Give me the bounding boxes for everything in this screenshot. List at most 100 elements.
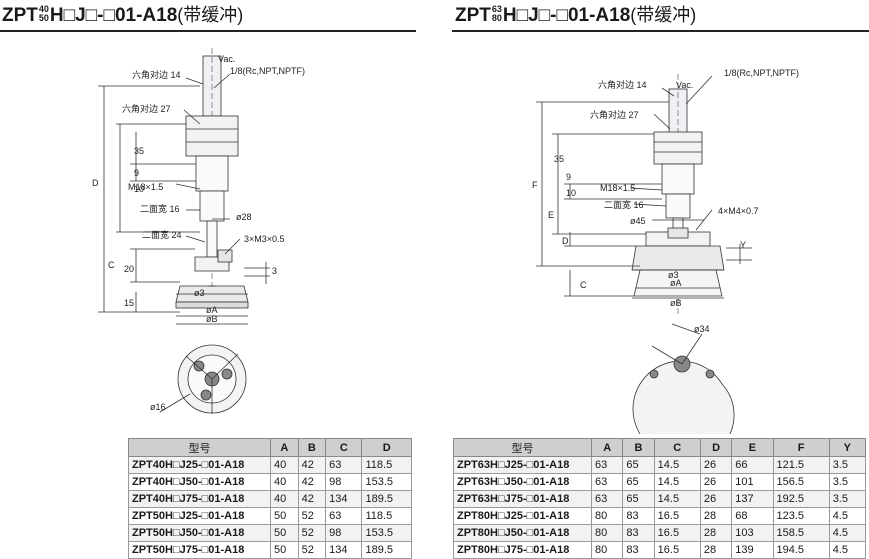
right-flat16-label: 二面宽 16 bbox=[604, 199, 644, 210]
cell-model: ZPT80H□J25-□01-A18 bbox=[453, 507, 592, 525]
cell-b: 83 bbox=[622, 507, 655, 525]
cell-b: 52 bbox=[297, 524, 327, 542]
table-row: ZPT40H□J50-□01-A18 40 42 98 153.5 bbox=[128, 473, 412, 491]
table-row: ZPT40H□J25-□01-A18 40 42 63 118.5 bbox=[128, 456, 412, 474]
cell-model: ZPT40H□J75-□01-A18 bbox=[128, 490, 271, 508]
right-phiA-label: øA bbox=[670, 278, 682, 288]
cell-f: 192.5 bbox=[772, 490, 830, 508]
cell-d: 189.5 bbox=[361, 490, 412, 508]
right-dim-Y: Y bbox=[740, 240, 746, 250]
cell-c: 14.5 bbox=[653, 490, 701, 508]
cell-f: 123.5 bbox=[772, 507, 830, 525]
cell-b: 42 bbox=[297, 473, 327, 491]
cell-c: 63 bbox=[325, 456, 363, 474]
cell-e: 101 bbox=[731, 473, 774, 491]
cell-y: 3.5 bbox=[828, 473, 867, 491]
cell-b: 42 bbox=[297, 490, 327, 508]
cell-a: 40 bbox=[270, 490, 299, 508]
left-flat24-label: 二面宽 24 bbox=[142, 229, 182, 240]
col-header-e: E bbox=[731, 438, 774, 457]
cell-f: 158.5 bbox=[772, 524, 830, 542]
right-phi3-label: ø3 bbox=[668, 270, 679, 280]
table-header-row: 型号 A B C D E F Y bbox=[453, 438, 867, 457]
left-drawing: Vac. 1/8(Rc,NPT,NPTF) 六角对边 14 六角对边 27 35… bbox=[92, 48, 305, 414]
cell-d: 26 bbox=[699, 490, 733, 508]
cell-c: 14.5 bbox=[653, 456, 701, 474]
right-phiB-label: øB bbox=[670, 298, 682, 308]
right-hex-nut bbox=[653, 131, 703, 165]
table-row: ZPT63H□J50-□01-A18 63 65 14.5 26 101 156… bbox=[453, 473, 867, 491]
cell-a: 80 bbox=[590, 507, 624, 525]
left-hex27-label: 六角对边 27 bbox=[122, 103, 171, 114]
col-header-c: C bbox=[325, 438, 363, 457]
right-dim-10: 10 bbox=[566, 188, 576, 198]
cell-b: 52 bbox=[297, 507, 327, 525]
col-header-a: A bbox=[270, 438, 299, 457]
cell-a: 63 bbox=[590, 456, 624, 474]
left-dim-15: 15 bbox=[124, 298, 134, 308]
cell-b: 65 bbox=[622, 473, 655, 491]
cell-b: 65 bbox=[622, 456, 655, 474]
cell-d: 153.5 bbox=[361, 524, 412, 542]
left-title-note: (带缓冲) bbox=[177, 5, 244, 25]
cell-y: 4.5 bbox=[828, 541, 867, 559]
cell-f: 194.5 bbox=[772, 541, 830, 559]
right-phi45-label: ø45 bbox=[630, 216, 646, 226]
cell-c: 63 bbox=[325, 507, 363, 525]
left-hex-nut bbox=[185, 115, 239, 157]
col-header-b: B bbox=[297, 438, 327, 457]
cell-model: ZPT40H□J50-□01-A18 bbox=[128, 473, 271, 491]
cell-c: 16.5 bbox=[653, 507, 701, 525]
cell-e: 68 bbox=[731, 507, 774, 525]
cell-model: ZPT50H□J75-□01-A18 bbox=[128, 541, 271, 559]
right-port-label: 1/8(Rc,NPT,NPTF) bbox=[724, 68, 799, 78]
cell-a: 40 bbox=[270, 473, 299, 491]
cell-a: 40 bbox=[270, 456, 299, 474]
cell-e: 137 bbox=[731, 490, 774, 508]
left-phiA-label: øA bbox=[206, 305, 218, 315]
right-title-note: (带缓冲) bbox=[630, 5, 697, 25]
right-title-suffix: H□J□-□01-A18 bbox=[502, 5, 631, 26]
right-dim-C: C bbox=[580, 280, 587, 290]
cell-c: 16.5 bbox=[653, 541, 701, 559]
table-row: ZPT63H□J25-□01-A18 63 65 14.5 26 66 121.… bbox=[453, 456, 867, 474]
cell-c: 134 bbox=[325, 541, 363, 559]
table-row: ZPT80H□J25-□01-A18 80 83 16.5 28 68 123.… bbox=[453, 507, 867, 525]
cell-a: 50 bbox=[270, 524, 299, 542]
left-dim-C: C bbox=[108, 260, 115, 270]
cell-d: 28 bbox=[699, 507, 733, 525]
cell-b: 52 bbox=[297, 541, 327, 559]
cell-y: 4.5 bbox=[828, 524, 867, 542]
cell-model: ZPT63H□J50-□01-A18 bbox=[453, 473, 592, 491]
left-dim-10: 10 bbox=[134, 184, 144, 194]
col-header-a: A bbox=[590, 438, 624, 457]
table-row: ZPT80H□J50-□01-A18 80 83 16.5 28 103 158… bbox=[453, 524, 867, 542]
cell-c: 98 bbox=[325, 473, 363, 491]
table-row: ZPT50H□J75-□01-A18 50 52 134 189.5 bbox=[128, 541, 412, 559]
left-title-suffix: H□J□-□01-A18 bbox=[49, 5, 178, 26]
cell-c: 98 bbox=[325, 524, 363, 542]
right-title-size-bottom: 80 bbox=[491, 12, 502, 23]
cell-model: ZPT80H□J75-□01-A18 bbox=[453, 541, 592, 559]
cell-f: 121.5 bbox=[772, 456, 830, 474]
cell-a: 80 bbox=[590, 524, 624, 542]
col-header-f: F bbox=[772, 438, 830, 457]
cell-model: ZPT63H□J75-□01-A18 bbox=[453, 490, 592, 508]
cell-b: 83 bbox=[622, 541, 655, 559]
col-header-b: B bbox=[622, 438, 655, 457]
right-spec-table: 型号 A B C D E F Y ZPT63H□J25-□01-A18 63 6… bbox=[453, 438, 867, 559]
left-dim-20: 20 bbox=[124, 264, 134, 274]
col-header-c: C bbox=[653, 438, 701, 457]
cell-a: 50 bbox=[270, 541, 299, 559]
left-thread-label: M18×1.5 bbox=[128, 182, 163, 192]
cell-c: 134 bbox=[325, 490, 363, 508]
cell-a: 63 bbox=[590, 473, 624, 491]
cell-model: ZPT40H□J25-□01-A18 bbox=[128, 456, 271, 474]
cell-b: 83 bbox=[622, 524, 655, 542]
left-phi28-label: ø28 bbox=[236, 212, 252, 222]
table-header-row: 型号 A B C D bbox=[128, 438, 412, 457]
cell-a: 80 bbox=[590, 541, 624, 559]
right-title-size-top: 63 bbox=[491, 3, 502, 14]
cell-c: 14.5 bbox=[653, 473, 701, 491]
